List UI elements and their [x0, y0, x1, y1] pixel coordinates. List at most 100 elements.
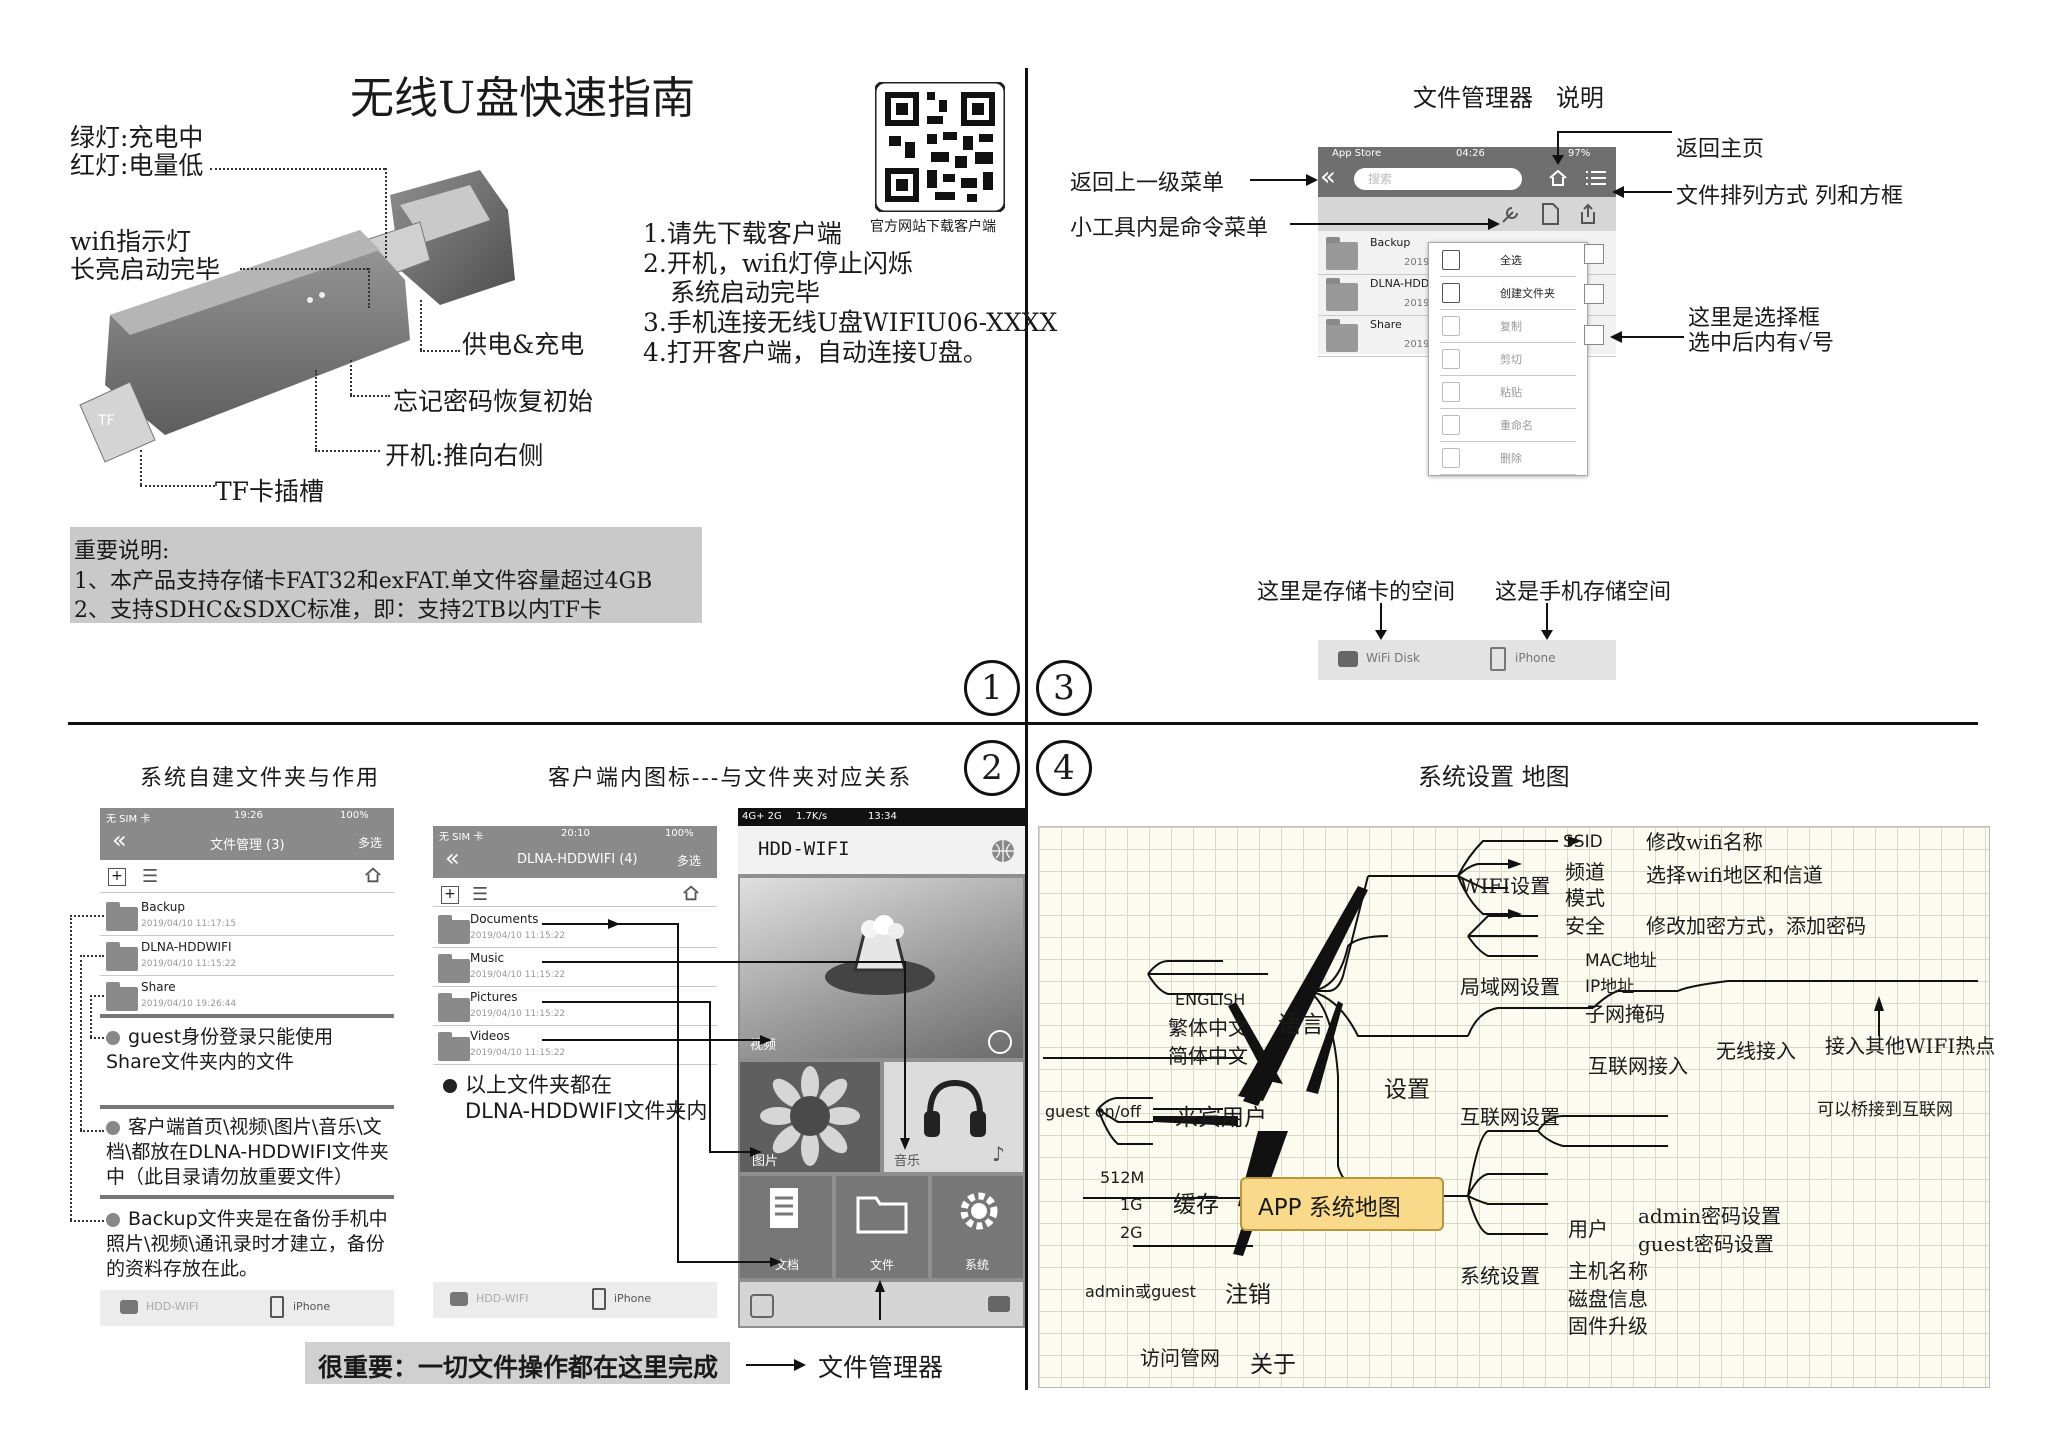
- folder-icon: [1326, 278, 1358, 311]
- menu-item[interactable]: 全选: [1500, 254, 1522, 267]
- search-input[interactable]: 搜索: [1354, 168, 1522, 190]
- status-left: 无 SIM 卡: [439, 832, 484, 843]
- file-date: 2019/04/10 11:15:22: [470, 970, 566, 980]
- add-folder-icon[interactable]: +: [108, 868, 126, 886]
- menu-item[interactable]: 粘贴: [1500, 386, 1522, 399]
- multi-select-button[interactable]: 多选: [677, 854, 702, 868]
- file-name[interactable]: Documents: [470, 912, 539, 926]
- tab-wifi-disk[interactable]: WiFi Disk: [1366, 651, 1420, 665]
- back-icon[interactable]: «: [112, 826, 127, 854]
- connector-lines: [542, 919, 910, 1320]
- folder-icon: [438, 1032, 470, 1061]
- sort-icon[interactable]: ☰: [472, 884, 489, 905]
- arrow-head: [1375, 630, 1387, 640]
- tab-hdd-wifi[interactable]: HDD-WIFI: [476, 1292, 529, 1305]
- arrow-line: [1557, 131, 1559, 159]
- arrow-head: [794, 1359, 806, 1371]
- tab-iphone[interactable]: iPhone: [614, 1292, 652, 1305]
- disk-icon[interactable]: [988, 1296, 1010, 1312]
- sort-icon[interactable]: ☰: [142, 866, 159, 887]
- menu-item[interactable]: 复制: [1500, 320, 1522, 333]
- music-note-icon[interactable]: ♪: [992, 1142, 1005, 1166]
- leader-line: [80, 955, 104, 957]
- back-icon[interactable]: «: [445, 844, 460, 872]
- home-icon[interactable]: [364, 866, 382, 884]
- file-name[interactable]: Share: [141, 980, 176, 994]
- leader-line: [368, 268, 370, 308]
- storage-tab-bar: [1318, 640, 1616, 680]
- play-icon[interactable]: [988, 1030, 1012, 1054]
- menu-item-icon: [1442, 382, 1460, 402]
- tile-picture-label: 图片: [752, 1154, 779, 1169]
- home-icon[interactable]: [1548, 168, 1568, 188]
- file-name[interactable]: Share: [1370, 318, 1402, 331]
- tab-hdd-wifi[interactable]: HDD-WIFI: [146, 1300, 199, 1313]
- leader-line: [140, 450, 142, 485]
- node-guest: 来宾用户: [1175, 1105, 1267, 1131]
- tab-iphone[interactable]: iPhone: [293, 1300, 331, 1313]
- node-subnet: 子网掩码: [1585, 1002, 1665, 1026]
- file-name[interactable]: DLNA-HDDW: [1370, 277, 1441, 290]
- arrow-head: [1552, 155, 1564, 165]
- phone1-title: 文件管理 (3): [210, 838, 285, 853]
- qr-code-image: [875, 82, 1005, 212]
- divider: [100, 975, 394, 976]
- file-name[interactable]: Backup: [1370, 236, 1411, 249]
- arrow-line: [1546, 603, 1548, 633]
- home-icon[interactable]: [682, 884, 700, 902]
- bottom-important-box: [305, 1342, 730, 1384]
- file-name[interactable]: Videos: [470, 1029, 510, 1043]
- file-date: 2019/04/10 11:15:22: [470, 1009, 566, 1019]
- phone1-tab-bar: [100, 1290, 394, 1326]
- leader-line: [350, 395, 390, 397]
- ann-phone: 这是手机存储空间: [1495, 580, 1672, 605]
- phone-icon: [270, 1296, 284, 1318]
- node-language: 语言: [1278, 1012, 1324, 1038]
- divider: [1440, 276, 1576, 277]
- popcorn-image: [825, 915, 935, 995]
- multi-select-button[interactable]: 多选: [358, 836, 383, 850]
- step-4: 4.打开客户端，自动连接U盘。: [643, 338, 988, 367]
- bullet-icon: [106, 1120, 120, 1135]
- list-view-icon[interactable]: [1586, 170, 1606, 186]
- wrench-icon[interactable]: [1500, 203, 1522, 225]
- menu-item[interactable]: 重命名: [1500, 419, 1533, 432]
- settings-icon[interactable]: [750, 1294, 774, 1318]
- note-backup-text: Backup文件夹是在备份手机中照片\视频\通讯录时才建立，备份的资料存放在此。: [106, 1208, 388, 1280]
- arrow-line: [746, 1364, 796, 1366]
- select-checkbox[interactable]: [1584, 284, 1604, 304]
- ann-back: 返回上一级菜单: [1070, 171, 1225, 196]
- file-name[interactable]: DLNA-HDDWIFI: [141, 940, 232, 954]
- bottom-important: 很重要：一切文件操作都在这里完成: [318, 1353, 719, 1382]
- file-name[interactable]: Pictures: [470, 990, 518, 1004]
- menu-item[interactable]: 创建文件夹: [1500, 287, 1555, 300]
- tile-files[interactable]: [836, 1176, 928, 1278]
- note-wifi-encrypt: 修改加密方式，添加密码: [1646, 914, 1866, 938]
- tab-iphone[interactable]: iPhone: [1515, 651, 1556, 665]
- mindmap-center-node: [1240, 1177, 1444, 1231]
- folder-icon: [106, 982, 138, 1011]
- file-name[interactable]: Music: [470, 951, 505, 965]
- add-folder-icon[interactable]: +: [441, 886, 459, 904]
- phone1-status: 无 SIM 卡 19:26 100%: [100, 808, 394, 825]
- menu-item[interactable]: 删除: [1500, 452, 1522, 465]
- tile-music-label: 音乐: [894, 1154, 921, 1169]
- divider: [1440, 408, 1576, 409]
- share-icon[interactable]: [1578, 203, 1598, 225]
- document-icon[interactable]: [1540, 203, 1560, 225]
- phone2-screen: [433, 826, 717, 1321]
- disk-icon: [1338, 651, 1358, 667]
- leader-line: [350, 360, 352, 395]
- back-icon[interactable]: «: [1320, 162, 1336, 192]
- globe-icon[interactable]: [990, 838, 1016, 864]
- file-name[interactable]: Backup: [141, 900, 185, 914]
- select-checkbox[interactable]: [1584, 244, 1604, 264]
- divider: [433, 1064, 717, 1065]
- ann-tools: 小工具内是命令菜单: [1070, 216, 1269, 241]
- file-date: 2019/: [1404, 298, 1433, 309]
- status-left: App Store: [1332, 148, 1382, 159]
- menu-item[interactable]: 剪切: [1500, 353, 1522, 366]
- status-time: 19:26: [234, 810, 263, 821]
- select-checkbox[interactable]: [1584, 325, 1604, 345]
- node-hotspot: 接入其他WIFI热点: [1825, 1034, 1996, 1058]
